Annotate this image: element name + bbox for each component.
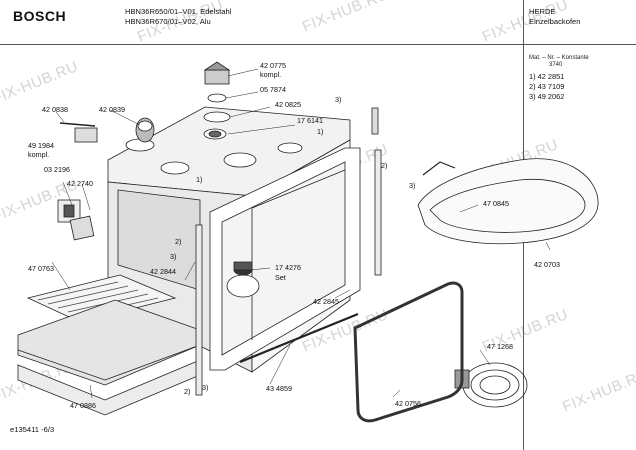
part-number-label: 05 7874 bbox=[260, 85, 286, 94]
variant-callout: 3) bbox=[170, 252, 177, 261]
variant-callout: 3) bbox=[335, 95, 342, 104]
circular-heater bbox=[454, 362, 528, 408]
variant-code: 1) 42 2851 bbox=[529, 72, 565, 81]
material-constant: Mat. – Nr. – Konstante 3740 bbox=[529, 55, 589, 69]
part-number-label: 42 0775 bbox=[260, 61, 286, 70]
category-line: Einzelbackofen bbox=[529, 17, 581, 26]
part-number-label: 42 2740 bbox=[67, 179, 93, 188]
variant-codes: 1) 42 2851 2) 43 7109 3) 49 2062 bbox=[529, 72, 564, 102]
part-number-label: 42 2845 bbox=[313, 297, 339, 306]
title-block: BOSCH HBN36R650/01–V01, Edelstahl HBN36R… bbox=[0, 0, 636, 46]
part-number-label: Set bbox=[275, 273, 286, 282]
material-label: Mat. – Nr. – Konstante bbox=[529, 55, 589, 61]
side-strips bbox=[195, 107, 382, 396]
part-number-label: 42 0756 bbox=[395, 399, 421, 408]
part-number-label: 42 0825 bbox=[275, 100, 301, 109]
leader-lines bbox=[51, 68, 551, 399]
variant-callout: 2) bbox=[184, 387, 191, 396]
part-number-label: 42 2844 bbox=[150, 267, 176, 276]
part-number-label: 47 0845 bbox=[483, 199, 509, 208]
bottom-heater bbox=[26, 274, 177, 323]
part-number-label: 42 0703 bbox=[534, 260, 560, 269]
model-line: HBN36R650/01–V01, Edelstahl bbox=[125, 7, 232, 16]
part-number-label: 42 0839 bbox=[99, 105, 125, 114]
part-number-label: kompl. bbox=[28, 150, 50, 159]
lamp-set-part bbox=[226, 261, 260, 298]
part-number-label: 42 0838 bbox=[42, 105, 68, 114]
variant-callout: 3) bbox=[409, 181, 416, 190]
variant-callout: 1) bbox=[196, 175, 203, 184]
variant-callout: 1) bbox=[317, 127, 324, 136]
variant-code: 2) 43 7109 bbox=[529, 82, 565, 91]
part-number-label: 47 1268 bbox=[487, 342, 513, 351]
part-number-label: 47 0886 bbox=[70, 401, 96, 410]
front-frame bbox=[209, 147, 361, 371]
switch-part bbox=[57, 199, 95, 241]
variant-callout: 2) bbox=[381, 161, 388, 170]
insulation-mat bbox=[17, 299, 201, 416]
part-number-label: 03 2196 bbox=[44, 165, 70, 174]
part-number-label: 17 4276 bbox=[275, 263, 301, 272]
brand-logo: BOSCH bbox=[13, 8, 67, 24]
grill-heater bbox=[417, 158, 599, 245]
category-info: HERDE Einzelbackofen bbox=[529, 7, 581, 27]
header-divider bbox=[0, 44, 636, 45]
material-value: 3740 bbox=[549, 62, 563, 68]
part-number-label: kompl. bbox=[260, 70, 282, 79]
document-id: e135411 -6/3 bbox=[10, 425, 55, 434]
model-info: HBN36R650/01–V01, Edelstahl HBN36R670/01… bbox=[125, 7, 231, 27]
variant-callout: 3) bbox=[202, 383, 209, 392]
door-seal bbox=[353, 281, 464, 423]
part-number-label: 49 1984 bbox=[28, 141, 54, 150]
variant-callout: 2) bbox=[175, 237, 182, 246]
category-line: HERDE bbox=[529, 7, 556, 16]
model-line: HBN36R670/01–V02, Alu bbox=[125, 17, 211, 26]
part-number-label: 43 4859 bbox=[266, 384, 292, 393]
variant-code: 3) 49 2062 bbox=[529, 92, 565, 101]
part-number-label: 47 0763 bbox=[28, 264, 54, 273]
fan-motor-assembly bbox=[203, 61, 231, 140]
part-number-label: 17 6141 bbox=[297, 116, 323, 125]
door-rail bbox=[239, 312, 359, 364]
sensor-parts bbox=[59, 117, 155, 143]
